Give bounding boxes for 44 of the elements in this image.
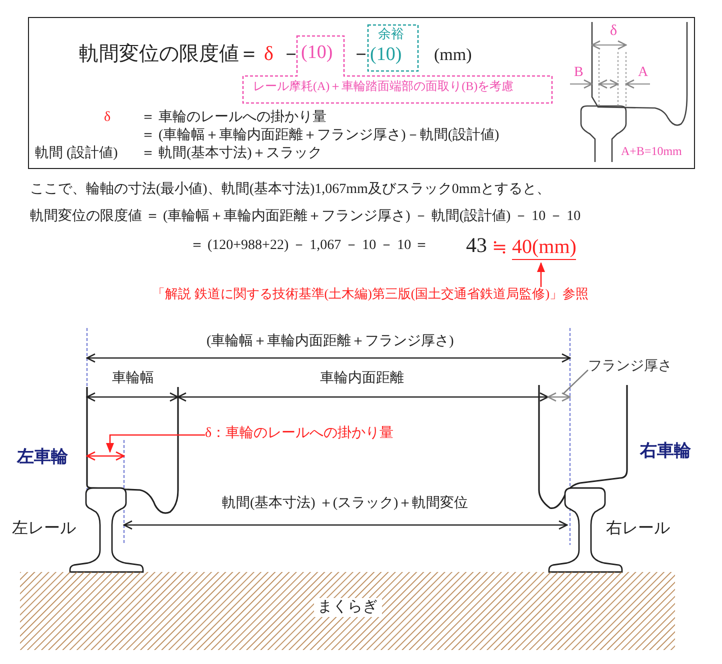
approx-sign: ≒ [492,237,508,258]
delta-symbol: δ [264,43,274,66]
annotation-text: レール摩耗(A)＋車輪踏面端部の面取り(B)を考慮 [253,80,514,94]
formula-text: ＝ 車輪のレールへの掛かり量 [141,110,326,126]
dimension-arrow [86,451,125,461]
wheel-label: 左車輪 [17,447,68,467]
note-text: ここで、輪軸の寸法(最小値)、軌間(基本寸法)1,067mm及びスラック0mmとすると、 [30,182,551,198]
sleeper-block [20,572,675,650]
leader-line [106,434,205,453]
reference-note: 「解説 鉄道に関する技術基準(土木編)第三版(国土交通省鉄道局監修)」参照 [152,287,589,302]
result-value: 40(mm) [512,236,576,260]
wheel-label: 右車輪 [640,441,691,461]
dimension-label: フランジ厚さ [588,359,672,376]
formula-text: 軌間変位の限度値 ＝ (車輪幅＋車輪内面距離＋フランジ厚さ) － 軌間(設計値) － 10 － 10 [30,209,581,226]
dimension-label: A [638,65,648,82]
formula-panel [28,17,695,169]
margin-label: 余裕 [378,27,404,42]
formula-text: 軌間 (設計値) [35,146,118,162]
formula-text: ＝ (車輪幅＋車輪内面距離＋フランジ厚さ)－軌間(設計値) [141,128,500,144]
rail-label: 左レール [12,520,76,538]
minus-sign: － [351,43,371,66]
rail-label: 右レール [606,520,670,538]
delta-symbol: δ [104,110,111,126]
dimension-label: 車輪幅 [112,371,154,388]
dimension-label: 車輪内面距離 [320,371,404,388]
result-number: 43 [466,233,487,258]
sleeper-label: まくらぎ [314,598,382,618]
margin-box [368,25,418,71]
value-text: (10) [370,44,402,66]
unit-text: (mm) [434,45,472,65]
arrow [537,262,545,287]
delta-label: δ：車輪のレールへの掛かり量 [205,426,394,442]
formula-text: ＝ 軌間(基本寸法)＋スラック [141,146,322,162]
dimension-label: 軌間(基本寸法) ＋(スラック)＋軌間変位 [222,496,468,512]
dimension-arrow [547,392,571,402]
value-text: (10) [301,42,333,64]
dimension-label: δ [610,23,618,40]
formula-text: ＝ (120+988+22) － 1,067 － 10 － 10 ＝ [190,238,429,254]
dimension-label: B [574,65,584,82]
dimension-label: (車輪幅＋車輪内面距離＋フランジ厚さ) [206,334,454,350]
leader-line [562,370,588,394]
dimension-note: A+B=10mm [621,145,682,159]
formula-text: 軌間変位の限度値＝ [79,43,259,66]
minus-sign: － [281,43,301,66]
